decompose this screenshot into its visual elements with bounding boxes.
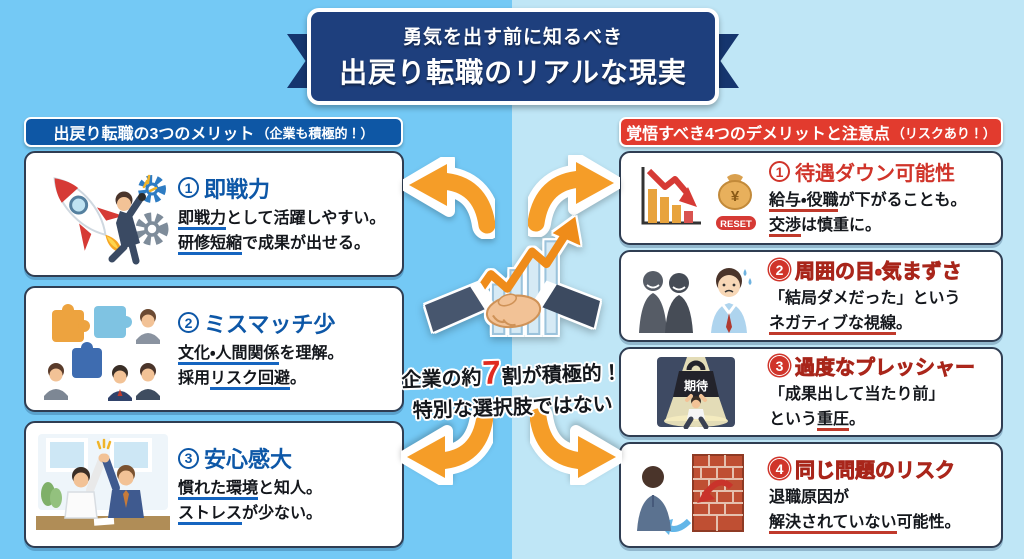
demerits-header: 覚悟すべき4つのデメリットと注意点 （リスクあり！） [619,117,1003,147]
declining-chart-money-illustration: ¥ RESET [631,161,761,235]
expectation-weight-illustration: 期待 [631,355,761,429]
merit-card-3: 3 安心感大 慣れた環境と知人。 ストレスが少ない。 [24,421,404,548]
demerit-4-title: 4 同じ問題のリスク [769,454,991,483]
merit-3-number-badge: 3 [178,447,199,469]
stat-mid: 割 [501,365,523,389]
demerit-3-title: 3 過度なプレッシャー [769,351,991,380]
title-line-2: 出戻り転職のリアルな現実 [339,57,687,88]
puzzle-icon [44,304,160,401]
demerit-card-4: 4 同じ問題のリスク 退職原因が 解決されていない可能性。 [619,442,1003,548]
merits-header-text: 出戻り転職の3つのメリット [53,126,255,143]
declining-bar-chart-icon: ¥ RESET [641,167,758,232]
arrow-bottom-left-icon [401,403,493,485]
yen-symbol: ¥ [731,188,740,205]
demerit-card-3: 期待 3 過度なプレッシャー 「成果出して当たり前」 という重圧。 [619,347,1003,437]
demerit-4-title-text: 同じ問題のリスク [795,460,956,483]
statistic-line-1: 企業の約7割が積極的！ [391,346,632,399]
merit-card-2: 2 ミスマッチ少 文化・人間関係を理解。 採用リスク回避。 [24,286,404,412]
demerit-3-number-badge: 3 [769,355,790,377]
demerit-4-line-1: 退職原因が [769,489,850,507]
arrow-bottom-right-icon [530,403,622,485]
weight-label: 期待 [684,378,708,393]
demerits-header-note: （リスクあり！） [891,125,996,141]
demerit-1-line-2: 交渉は慎重に。 [769,214,991,239]
demerit-1-title-text: 待遇ダウン可能性 [795,163,955,186]
puzzle-team-illustration [36,296,170,402]
rocket-man-gears-illustration [36,161,170,267]
demerit-4-line-2: 解決されていない可能性。 [769,511,991,536]
demerit-3-title-text: 過度なプレッシャー [795,357,976,380]
demerit-3-line-1: 「成果出して当たり前」 [769,386,945,404]
stat-suffix: が積極的！ [521,362,623,388]
demerit-1-line-1: 給与・役職が下がることも。 [769,189,991,214]
brick-wall-illustration [631,451,761,539]
title-line-1: 勇気を出す前に知るべき [402,27,623,48]
demerit-2-number-badge: 2 [769,259,790,281]
merit-1-line-2: 研修短縮で成果が出せる。 [178,232,392,257]
high-five-illustration [36,432,170,538]
merits-header: 出戻り転職の3つのメリット （企業も積極的！） [24,117,403,147]
merits-header-note: （企業も積極的！） [256,125,374,141]
gossip-awkward-illustration [631,259,761,333]
demerit-3-line-2: という重圧。 [769,408,991,433]
demerit-2-title-text: 周囲の目・気まずさ [795,261,963,284]
merit-2-title: 2 ミスマッチ少 [178,307,392,339]
rocket-icon [53,174,169,265]
demerit-2-title: 2 周囲の目・気まずさ [769,255,991,284]
merit-3-line-2: ストレスが少ない。 [178,502,392,527]
merit-card-1: 1 即戦力 即戦力として活躍しやすい。 研修短縮で成果が出せる。 [24,151,404,277]
demerit-1-number-badge: 1 [769,161,790,183]
merit-2-number-badge: 2 [178,312,199,334]
stat-prefix: 企業の約 [401,367,482,392]
merit-1-line-1: 即戦力として活躍しやすい。 [178,207,392,232]
demerit-1-title: 1 待遇ダウン可能性 [769,157,991,186]
demerits-header-text: 覚悟すべき4つのデメリットと注意点 [626,126,890,143]
merit-2-line-2: 採用リスク回避。 [178,367,392,392]
arrow-top-left-icon [403,157,495,239]
demerit-2-line-2: ネガティブな視線。 [769,312,991,337]
merit-3-title-text: 安心感大 [204,447,293,473]
merit-3-line-1: 慣れた環境と知人。 [178,477,392,502]
reset-badge: RESET [720,219,752,230]
merit-1-title: 1 即戦力 [178,172,392,204]
merit-2-title-text: ミスマッチ少 [204,311,336,337]
stat-number: 7 [481,353,502,392]
arrow-top-right-icon [528,155,620,237]
merit-3-title: 3 安心感大 [178,442,392,474]
demerit-2-line-1: 「結局ダメだった」という [769,290,961,308]
high-five-icon [36,433,170,530]
demerit-card-1: ¥ RESET 1 待遇ダウン可能性 給与・役職が下がることも。 交渉は慎重に。 [619,151,1003,245]
merit-1-title-text: 即戦力 [204,176,271,202]
center-statistic: 企業の約7割が積極的！ 特別な選択肢ではない [391,346,633,426]
demerit-4-number-badge: 4 [769,458,790,480]
handshake-growth-icon [425,216,600,335]
demerit-card-2: 2 周囲の目・気まずさ 「結局ダメだった」という ネガティブな視線。 [619,250,1003,342]
title-ribbon-panel: 勇気を出す前に知るべき 出戻り転職のリアルな現実 [307,8,719,105]
title-ribbon: 勇気を出す前に知るべき 出戻り転職のリアルな現実 [287,8,739,105]
merit-1-number-badge: 1 [178,177,199,199]
gossip-silhouettes-icon [639,268,752,333]
brick-wall-icon [637,454,744,535]
weight-icon: 期待 [657,357,735,429]
merit-2-line-1: 文化・人間関係を理解。 [178,342,392,367]
